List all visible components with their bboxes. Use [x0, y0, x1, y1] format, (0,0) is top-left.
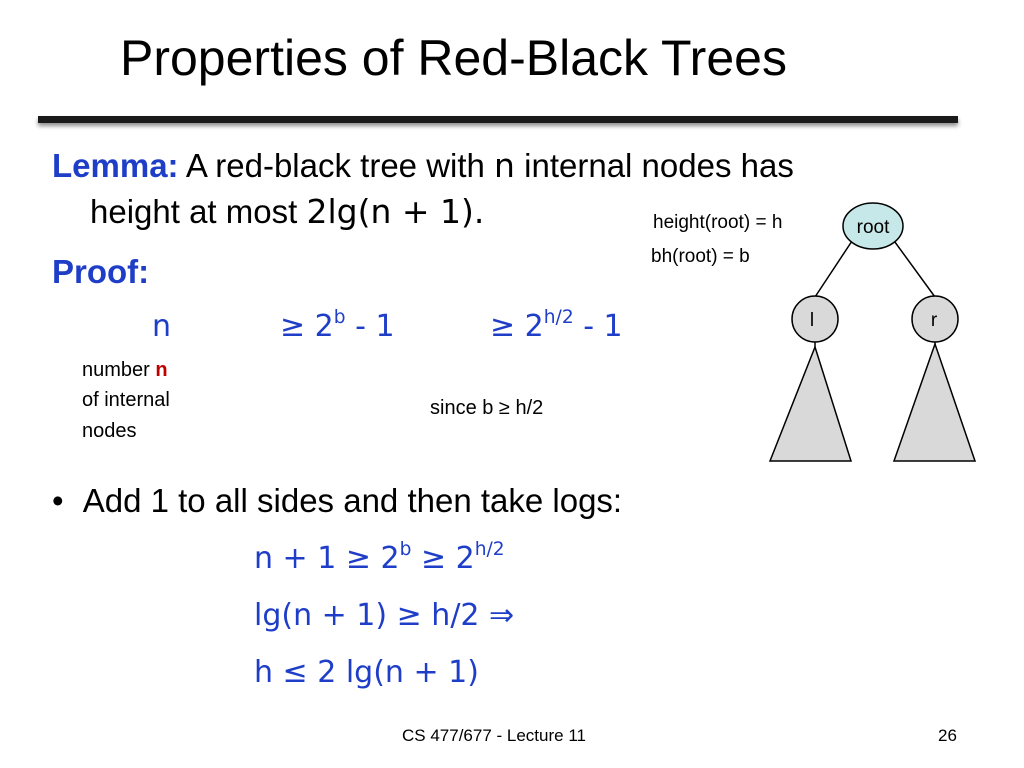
right-label: r	[931, 310, 938, 331]
ineq-ge-2h2: ≥ 2h/2 - 1	[490, 306, 623, 344]
lemma-expression: 2lg(n + 1).	[306, 192, 485, 231]
proof-label: Proof:	[52, 253, 150, 290]
bullet-text: Add 1 to all sides and then take logs:	[82, 482, 623, 519]
step-1: n + 1 ≥ 2b ≥ 2h/2	[254, 538, 505, 576]
left-node	[791, 295, 839, 343]
lemma-text-3: height at most	[90, 193, 298, 230]
annotation-n: n	[155, 359, 168, 381]
lemma-text-2: internal nodes has	[524, 147, 794, 184]
step-3: h ≤ 2 lg(n + 1)	[254, 655, 479, 690]
edge-root-right	[891, 237, 936, 298]
exp-b: b	[333, 306, 346, 328]
annotation-line-2: of internal	[82, 389, 170, 411]
title-divider	[38, 116, 958, 123]
ineq-n: n	[152, 309, 172, 344]
right-subtree	[892, 341, 977, 462]
bullet-item: • Add 1 to all sides and then take logs:	[52, 481, 622, 521]
lemma-label: Lemma:	[52, 147, 179, 184]
edge-root-left	[814, 237, 855, 298]
page-number: 26	[938, 726, 957, 745]
lemma-line-1: Lemma: A red-black tree with n internal …	[52, 146, 794, 186]
root-node	[842, 202, 904, 250]
root-label: root	[857, 217, 890, 238]
left-subtree	[768, 344, 853, 462]
footer-text: CS 477/677 - Lecture 11	[402, 726, 586, 745]
left-label: l	[810, 310, 814, 331]
height-label: height(root) = h	[653, 212, 783, 233]
ineq-ge-2b: ≥ 2b - 1	[280, 306, 395, 344]
lemma-n: n	[494, 146, 515, 185]
annotation-line-1: number n	[82, 359, 168, 381]
annotation-line-3: nodes	[82, 420, 137, 442]
right-node	[911, 295, 959, 343]
slide-title: Properties of Red-Black Trees	[120, 30, 787, 86]
lemma-line-2: height at most 2lg(n + 1).	[90, 192, 484, 232]
exp-h2: h/2	[543, 306, 574, 328]
step-2: lg(n + 1) ≥ h/2 ⇒	[254, 598, 515, 633]
lemma-text-1: A red-black tree with	[185, 147, 485, 184]
black-height-label: bh(root) = b	[651, 246, 750, 267]
bullet-marker: •	[52, 482, 64, 519]
since-note: since b ≥ h/2	[430, 397, 544, 419]
